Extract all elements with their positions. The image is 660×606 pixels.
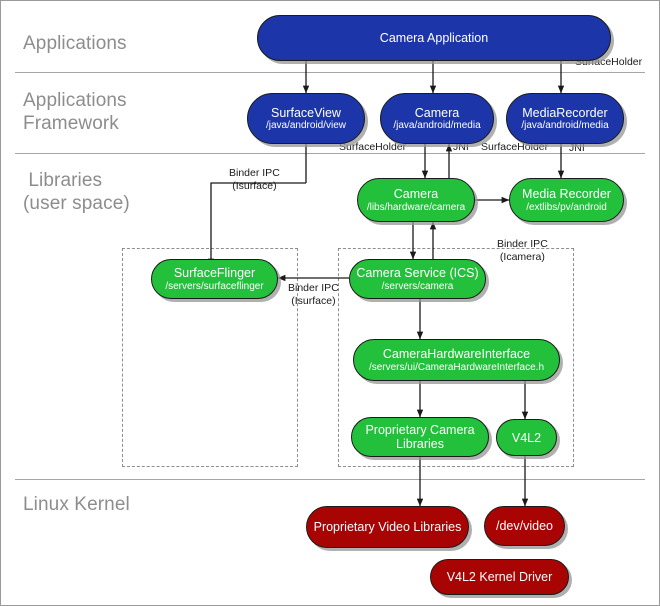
node-title: CameraHardwareInterface xyxy=(382,347,531,361)
node-v4l2[interactable]: V4L2 xyxy=(496,419,557,456)
node-v4l2-kernel-driver[interactable]: V4L2 Kernel Driver xyxy=(430,559,569,595)
edge-label-surfaceholder-camera: SurfaceHolder xyxy=(339,141,407,153)
divider-framework xyxy=(15,153,645,154)
edge-label-binder-ipc-isurface-mid: Binder IPC (Isurface) xyxy=(288,282,339,307)
node-dev-video[interactable]: /dev/video xyxy=(484,506,565,546)
node-surfaceview[interactable]: SurfaceView /java/android/view xyxy=(247,93,365,144)
node-camera-application[interactable]: Camera Application xyxy=(257,15,611,61)
edge-label-jni-camera: JNI xyxy=(453,141,469,153)
node-title: Camera Application xyxy=(379,31,489,45)
node-camera-hardware-interface[interactable]: CameraHardwareInterface /servers/ui/Came… xyxy=(353,339,560,381)
node-title: V4L2 Kernel Driver xyxy=(446,570,553,584)
layer-label-libraries: Libraries (user space) xyxy=(23,170,130,214)
node-title: SurfaceView xyxy=(271,105,341,120)
dashed-group-surfaceflinger xyxy=(122,248,298,467)
node-title: Proprietary Video Libraries xyxy=(313,520,462,534)
node-path: /java/android/media xyxy=(393,120,481,131)
node-path: /libs/hardware/camera xyxy=(366,201,466,213)
node-path: /servers/surfaceflinger xyxy=(165,280,264,292)
node-camera-java[interactable]: Camera /java/android/media xyxy=(380,93,494,144)
node-title: Proprietary Camera Libraries xyxy=(365,423,475,451)
node-camera-service[interactable]: Camera Service (ICS) /servers/camera xyxy=(349,259,486,299)
edge-label-binder-ipc-isurface-top: Binder IPC (Isurface) xyxy=(229,167,280,192)
node-title: V4L2 xyxy=(511,430,542,445)
dashed-group-camera-service xyxy=(338,248,574,467)
node-title: Camera xyxy=(414,105,460,120)
node-proprietary-camera-libraries[interactable]: Proprietary Camera Libraries xyxy=(351,417,489,457)
node-title: SurfaceFlinger xyxy=(173,266,256,280)
node-title: MediaRecorder xyxy=(522,105,608,120)
node-path: /extlibs/pv/android xyxy=(526,201,607,213)
node-path: /servers/camera xyxy=(381,280,454,292)
node-path: /servers/ui/CameraHardwareInterface.h xyxy=(368,361,545,373)
node-surfaceflinger[interactable]: SurfaceFlinger /servers/surfaceflinger xyxy=(151,259,278,299)
layer-label-applications: Applications xyxy=(23,33,127,54)
node-title: Camera xyxy=(393,187,439,201)
node-path: /java/android/media xyxy=(521,120,609,131)
divider-libraries xyxy=(15,479,645,480)
layer-label-applications-framework: Applications Framework xyxy=(23,90,127,134)
edge-label-binder-ipc-icamera: Binder IPC (Icamera) xyxy=(497,238,548,263)
node-title: /dev/video xyxy=(496,519,553,533)
edge-label-surfaceholder-mediarecorder: SurfaceHolder xyxy=(481,141,549,153)
edge-label-jni-mediarecorder: JNI xyxy=(569,142,585,154)
node-title: Media Recorder xyxy=(522,187,611,201)
node-title: Camera Service (ICS) xyxy=(356,266,479,280)
layer-label-linux-kernel: Linux Kernel xyxy=(23,494,130,515)
node-media-recorder-lib[interactable]: Media Recorder /extlibs/pv/android xyxy=(509,178,624,222)
node-mediarecorder[interactable]: MediaRecorder /java/android/media xyxy=(506,93,624,144)
divider-applications xyxy=(15,72,645,73)
node-proprietary-video-libraries[interactable]: Proprietary Video Libraries xyxy=(306,506,469,548)
node-camera-lib[interactable]: Camera /libs/hardware/camera xyxy=(357,178,475,222)
node-path: /java/android/view xyxy=(265,120,347,131)
